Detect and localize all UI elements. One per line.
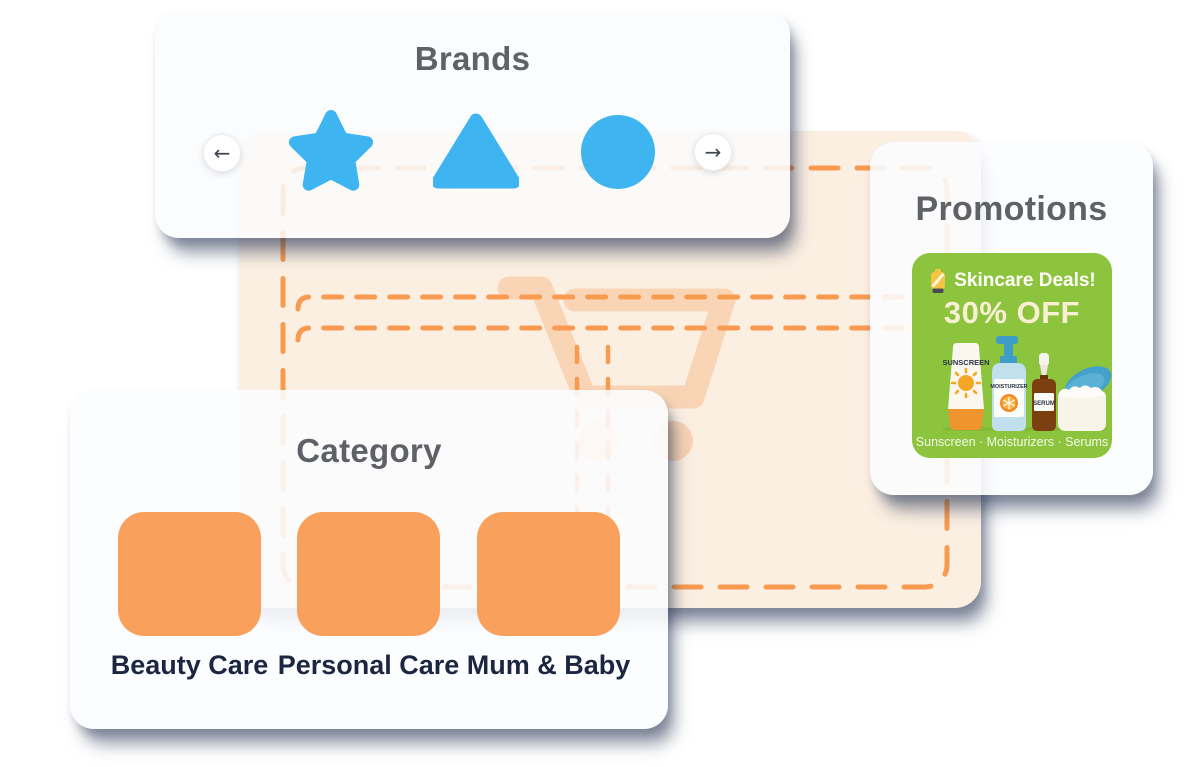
skincare-products-illustration: SUNSCREEN MO bbox=[942, 336, 1112, 431]
promo-headline-row: Skincare Deals! bbox=[912, 269, 1112, 293]
svg-text:SERUM: SERUM bbox=[1033, 401, 1055, 407]
serum-product-icon: SERUM bbox=[1032, 353, 1056, 431]
category-label: Beauty Care bbox=[110, 650, 269, 680]
prev-arrow-button[interactable]: ← bbox=[203, 134, 241, 172]
category-item-mum-baby: Mum & Baby bbox=[467, 512, 630, 680]
sunscreen-product-icon: SUNSCREEN bbox=[942, 343, 990, 430]
category-label: Personal Care bbox=[277, 650, 460, 680]
promo-banner[interactable]: Skincare Deals! 30% OFF SUNSCREEN bbox=[912, 253, 1112, 458]
promo-footer: Sunscreen · Moisturizers · Serums bbox=[915, 435, 1109, 449]
category-card: Category Beauty Care Personal Care Mum &… bbox=[70, 390, 668, 729]
svg-text:MOISTURIZER: MOISTURIZER bbox=[990, 384, 1027, 390]
brands-title: Brands bbox=[414, 40, 531, 77]
promo-headline: Skincare Deals! bbox=[954, 270, 1096, 291]
lotion-bottle-icon bbox=[931, 269, 946, 293]
category-tile[interactable] bbox=[477, 512, 620, 636]
category-item-personal-care: Personal Care bbox=[278, 512, 459, 680]
category-item-beauty-care: Beauty Care bbox=[111, 512, 268, 680]
svg-text:SUNSCREEN: SUNSCREEN bbox=[942, 358, 989, 367]
category-title: Category bbox=[296, 432, 442, 469]
cream-jar-product-icon bbox=[1058, 366, 1112, 431]
brands-card: Brands ← → bbox=[155, 10, 790, 238]
moisturizer-product-icon: MOISTURIZER bbox=[990, 336, 1028, 431]
right-arrow-icon: → bbox=[704, 140, 722, 164]
promotions-title: Promotions bbox=[915, 190, 1108, 228]
left-arrow-icon: ← bbox=[213, 141, 231, 165]
triangle-logo-icon[interactable] bbox=[431, 111, 521, 196]
promotions-card: Promotions Skincare Deals! 30% OFF bbox=[870, 142, 1153, 495]
promo-discount: 30% OFF bbox=[943, 295, 1081, 330]
circle-logo-icon[interactable] bbox=[580, 114, 656, 195]
category-tile[interactable] bbox=[297, 512, 440, 636]
category-tile[interactable] bbox=[118, 512, 261, 636]
star-logo-icon[interactable] bbox=[286, 106, 376, 203]
category-label: Mum & Baby bbox=[466, 650, 631, 680]
next-arrow-button[interactable]: → bbox=[694, 133, 732, 171]
